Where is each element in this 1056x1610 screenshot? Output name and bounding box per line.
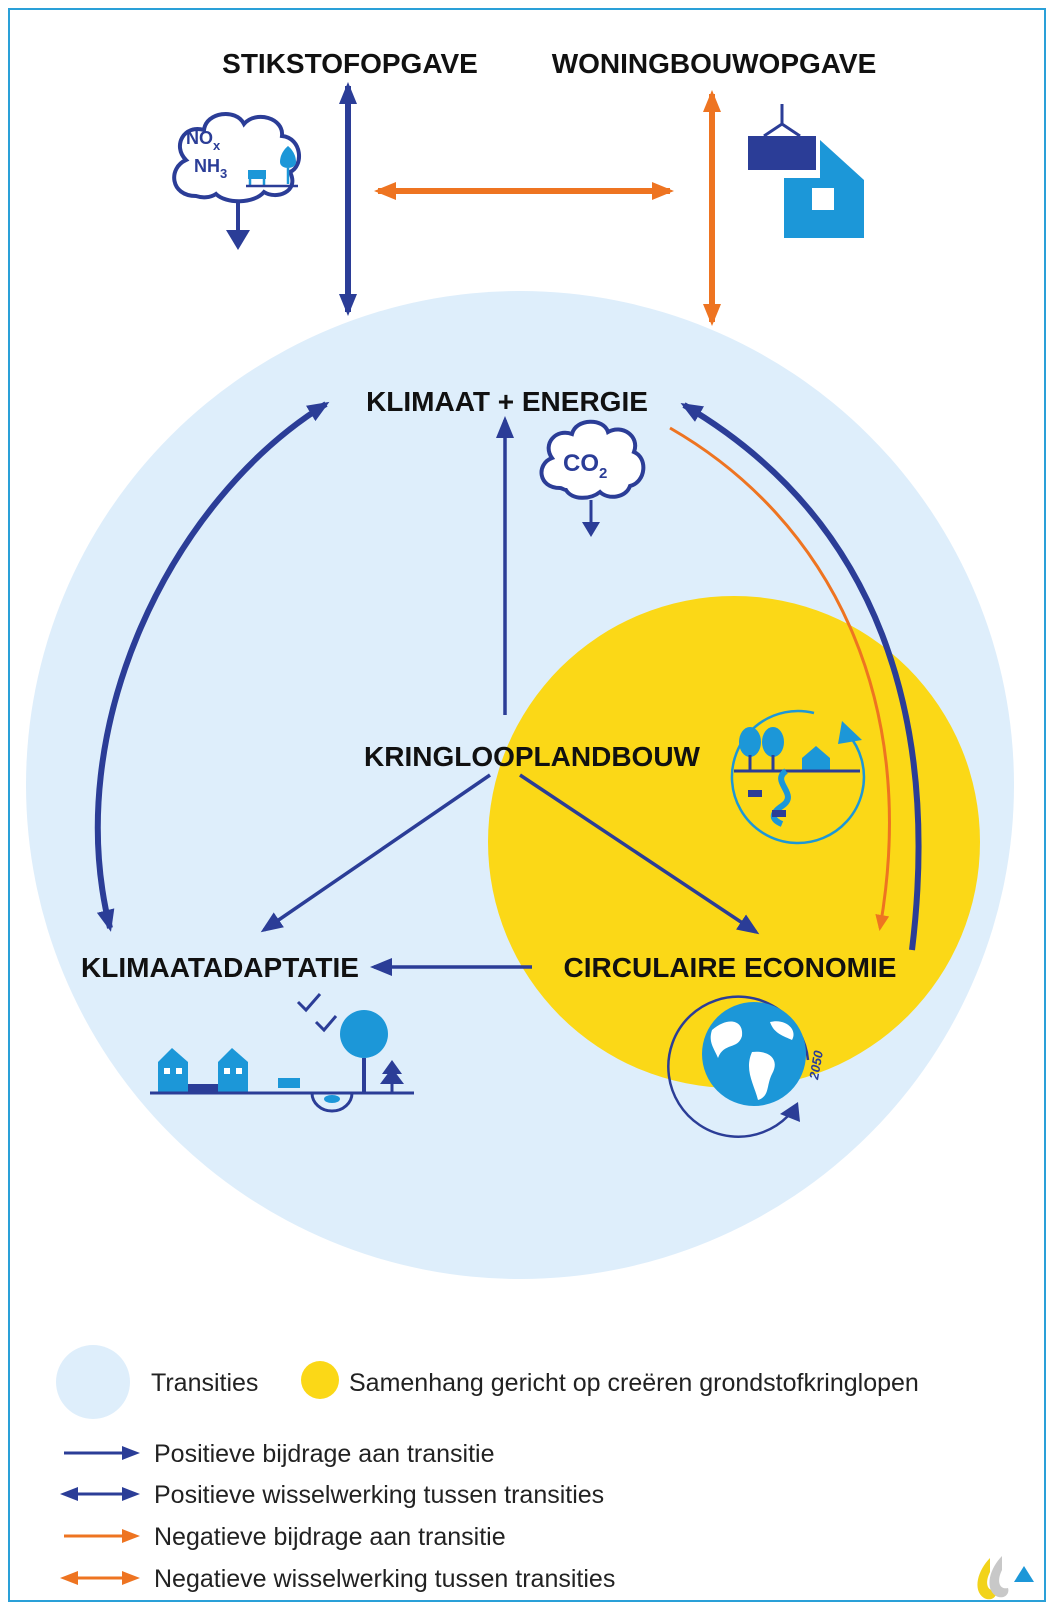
legend-positieve-bijdrage: Positieve bijdrage aan transitie (154, 1440, 494, 1468)
legend-transities-swatch (56, 1345, 130, 1419)
legend-negatieve-wisselwerking: Negatieve wisselwerking tussen transitie… (154, 1565, 615, 1593)
legend-transities: Transities (151, 1369, 258, 1397)
node-woningbouwopgave: WONINGBOUWOPGAVE (552, 48, 877, 79)
arrow-circulair-klimaat (680, 402, 922, 951)
brand-logo-icon (977, 1556, 1034, 1600)
village-water-icon (150, 993, 414, 1113)
house-crane-icon (748, 104, 864, 238)
svg-text:CO2: CO2 (563, 450, 607, 482)
legend-samenhang: Samenhang gericht op creëren grondstofkr… (349, 1369, 919, 1397)
node-klimaat-energie: KLIMAAT + ENERGIE (366, 386, 648, 417)
arrow-kringloop-circulair (519, 773, 760, 935)
node-kringlooplandbouw: KRINGLOOPLANDBOUW (364, 741, 701, 772)
arrow-klimaat-circulair-negative (669, 426, 891, 931)
arrow-kringloop-adaptatie (260, 773, 491, 933)
arrow-klimaat-adaptatie (94, 401, 330, 932)
coherence-circle (488, 596, 980, 1088)
node-klimaatadaptatie: KLIMAATADAPTATIE (81, 952, 359, 983)
node-circulaire-economie: CIRCULAIRE ECONOMIE (564, 952, 897, 983)
legend-negatieve-bijdrage: Negatieve bijdrage aan transitie (154, 1523, 506, 1551)
landscape-cycle-icon (730, 709, 866, 845)
legend: Transities Samenhang gericht op creëren … (56, 1345, 919, 1593)
legend-positieve-wisselwerking: Positieve wisselwerking tussen transitie… (154, 1481, 604, 1509)
legend-samenhang-swatch (301, 1361, 339, 1399)
diagram-frame (8, 8, 1046, 1602)
svg-text:NH3: NH3 (194, 156, 227, 181)
globe-cycle-icon: 2050 (667, 995, 826, 1138)
node-stikstofopgave: STIKSTOFOPGAVE (222, 48, 478, 79)
co2-cloud-icon: CO2 (539, 419, 646, 537)
nitrogen-cloud-icon: NOx NH3 (172, 111, 301, 250)
svg-text:2050: 2050 (806, 1049, 826, 1082)
svg-text:NOx: NOx (186, 128, 221, 153)
